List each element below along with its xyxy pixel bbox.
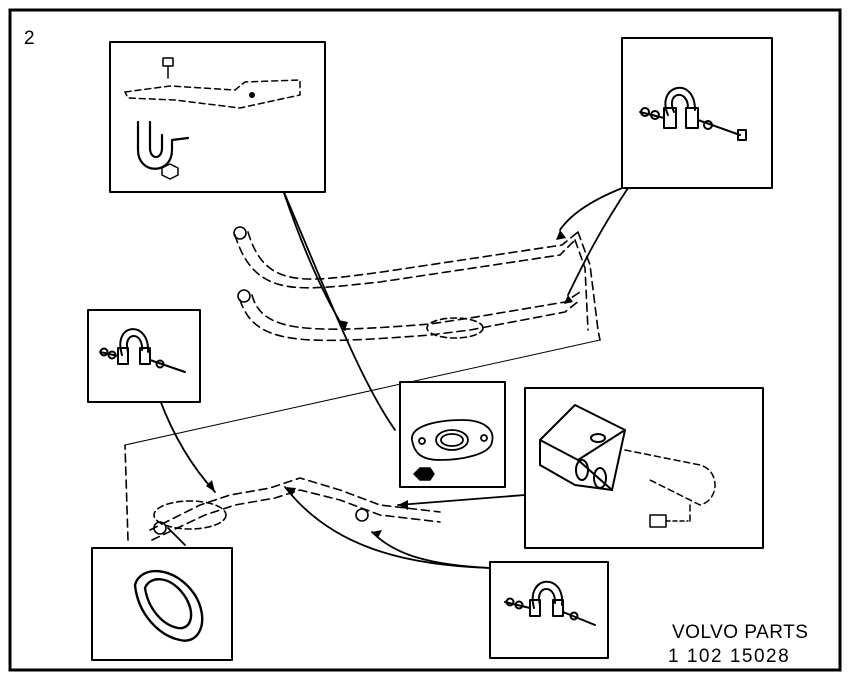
inset-bracket-clamp xyxy=(109,41,326,193)
lower-muffler xyxy=(153,500,227,530)
bolt-icon xyxy=(162,57,174,79)
inset-gasket xyxy=(399,381,506,488)
upper-pipe-assembly xyxy=(233,226,601,342)
clamp-icon xyxy=(639,86,747,141)
brand-label: VOLVO PARTS xyxy=(672,622,809,643)
figure-number: 2 xyxy=(24,28,35,49)
lower-clamp-point-2 xyxy=(355,508,369,522)
muffler-body xyxy=(426,317,484,339)
inset-clamp-top xyxy=(621,37,773,189)
inset-clamp-left xyxy=(87,309,201,403)
inset-rubber-ring xyxy=(91,547,233,661)
page-border xyxy=(8,8,842,672)
pipe-end-upper xyxy=(233,226,247,240)
inset-clamp-bottom xyxy=(489,561,609,659)
mount-bracket xyxy=(624,449,716,506)
bracket-hole xyxy=(249,92,255,98)
rubber-block-icon xyxy=(539,404,626,491)
pipe-end-lower xyxy=(237,289,251,303)
part-number: 1 102 15028 xyxy=(668,646,791,667)
inset-mount-block xyxy=(524,387,764,549)
bolt-icon xyxy=(649,514,689,528)
nut-icon xyxy=(413,467,435,481)
u-clamp-icon xyxy=(136,120,190,170)
arrowheads xyxy=(206,230,573,538)
nut-icon xyxy=(161,163,179,180)
gasket-icon xyxy=(411,419,494,461)
clamp-icon xyxy=(99,328,186,373)
lower-pipe-assembly xyxy=(124,339,601,541)
rubber-ring-icon xyxy=(133,570,204,642)
lower-clamp-point xyxy=(153,521,167,535)
hanger-bracket xyxy=(124,79,301,109)
clamp-icon xyxy=(504,580,596,626)
